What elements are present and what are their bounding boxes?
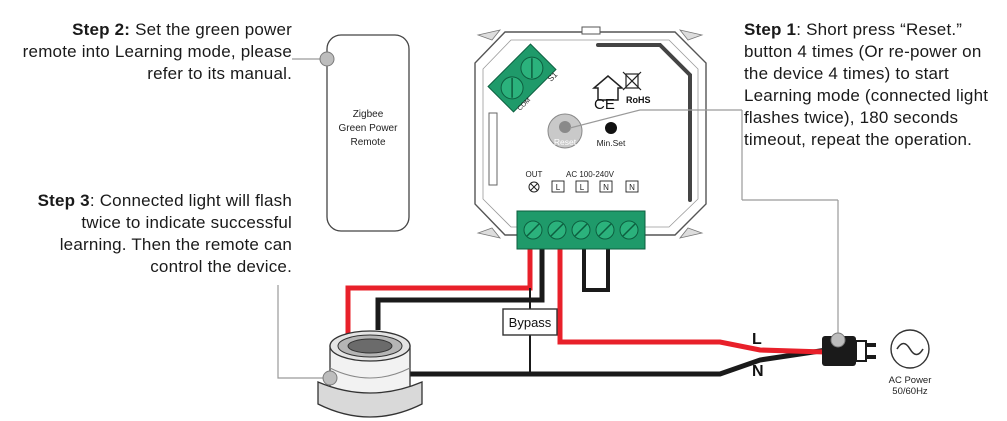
- step3-text: : Connected light will flash twice to in…: [59, 191, 292, 276]
- green-power-remote: Zigbee Green Power Remote: [326, 34, 410, 232]
- rohs-mark: RoHS: [626, 95, 651, 105]
- step1-marker-icon: [830, 332, 846, 348]
- plug-prong-1: [866, 343, 876, 347]
- terminal-letter-box: [599, 180, 613, 193]
- step1-reset-callout-line: [569, 109, 742, 129]
- plug-body: [822, 336, 856, 366]
- remote-body: [326, 34, 410, 232]
- weee-cross: [622, 71, 642, 91]
- step2-instruction: Step 2: Set the green power remote into …: [20, 19, 292, 85]
- remote-label-line3: Remote: [350, 137, 385, 148]
- step1-text: : Short press “Reset.” button 4 times (O…: [744, 20, 989, 149]
- device-corner-tab: [476, 227, 502, 239]
- ac-frequency-label: 50/60Hz: [892, 386, 928, 397]
- terminal-letter-box: [625, 180, 639, 193]
- terminal-screws: [523, 220, 639, 240]
- live-wire-to-lamp: [345, 240, 533, 335]
- lamp-trim-ring: [317, 381, 423, 418]
- min-set-label: Min.Set: [597, 138, 626, 148]
- sine-wave-icon: [896, 342, 924, 356]
- step2-text: Set the green power remote into Learning…: [22, 20, 292, 83]
- reset-button-dot: [559, 121, 571, 133]
- lamp-core: [347, 338, 393, 354]
- neutral-wire-to-plug: [400, 345, 841, 377]
- min-set-button[interactable]: [605, 122, 617, 134]
- controller-device: S1 COM CE RoHS Reset Min.Set OUT AC 100-…: [474, 26, 707, 250]
- remote-label-line1: Zigbee: [353, 109, 384, 120]
- screw-slot: [622, 223, 636, 237]
- bypass-label: Bypass: [509, 315, 552, 330]
- live-label: L: [752, 331, 762, 348]
- screw-slot: [531, 58, 533, 79]
- screw-slot: [550, 223, 564, 237]
- bypass-box: [502, 308, 558, 336]
- led-light-guide: [596, 43, 692, 202]
- plug-face: [855, 340, 867, 362]
- step1-title: Step 1: [744, 20, 797, 39]
- screw-slot: [526, 223, 540, 237]
- terminal-letter-box: [551, 180, 565, 193]
- ac-power-source: AC Power 50/60Hz: [889, 329, 932, 397]
- device-corner-tab: [476, 29, 502, 41]
- downlight-lamp: [317, 330, 423, 418]
- device-corner-tab: [678, 29, 704, 41]
- step1-power-callout-line: [741, 110, 839, 340]
- terminal-l2-label: L: [580, 183, 585, 192]
- bypass-module: Bypass: [502, 308, 558, 336]
- step2-title: Step 2:: [72, 20, 131, 39]
- out-label: OUT: [526, 170, 543, 179]
- step2-marker-icon: [319, 51, 335, 67]
- device-inner-outline: [482, 39, 699, 228]
- screw-slot: [511, 78, 513, 98]
- jumper-loop: [582, 240, 610, 292]
- terminal-letter-box: [575, 180, 589, 193]
- lamp-symbol-cross: [530, 183, 538, 191]
- neutral-wire-to-lamp: [375, 240, 545, 330]
- indoor-use-icon: [591, 75, 625, 101]
- device-corner-tab: [678, 227, 704, 239]
- step3-callout-line: [277, 285, 330, 379]
- live-wire-to-plug: [557, 240, 826, 355]
- step1-instruction: Step 1: Short press “Reset.” button 4 ti…: [744, 19, 1006, 151]
- weee-bin-icon: [625, 73, 639, 89]
- step3-title: Step 3: [37, 191, 90, 210]
- device-top-notch: [581, 26, 601, 35]
- terminal-n2-label: N: [629, 183, 635, 192]
- wires: [345, 240, 841, 377]
- step3-instruction: Step 3: Connected light will flash twice…: [10, 190, 292, 278]
- device-body: [474, 31, 707, 236]
- power-plug: [822, 336, 876, 366]
- reset-label: Reset: [554, 137, 577, 147]
- screw-slot: [598, 223, 612, 237]
- switch-terminal-block: [487, 43, 557, 113]
- ce-mark: CE: [594, 96, 615, 113]
- ac-input-label: AC 100-240V: [566, 170, 615, 179]
- step3-marker-icon: [322, 370, 338, 386]
- side-slot: [488, 112, 498, 186]
- neutral-label: N: [752, 363, 764, 380]
- callouts: [277, 51, 846, 386]
- lamp-band: [329, 367, 411, 379]
- remote-label-line2: Green Power: [339, 123, 399, 134]
- terminal-l1-label: L: [556, 183, 561, 192]
- ac-power-label: AC Power: [889, 375, 932, 386]
- plug-prong-2: [866, 355, 876, 359]
- terminal-n1-label: N: [603, 183, 609, 192]
- screw-slot: [574, 223, 588, 237]
